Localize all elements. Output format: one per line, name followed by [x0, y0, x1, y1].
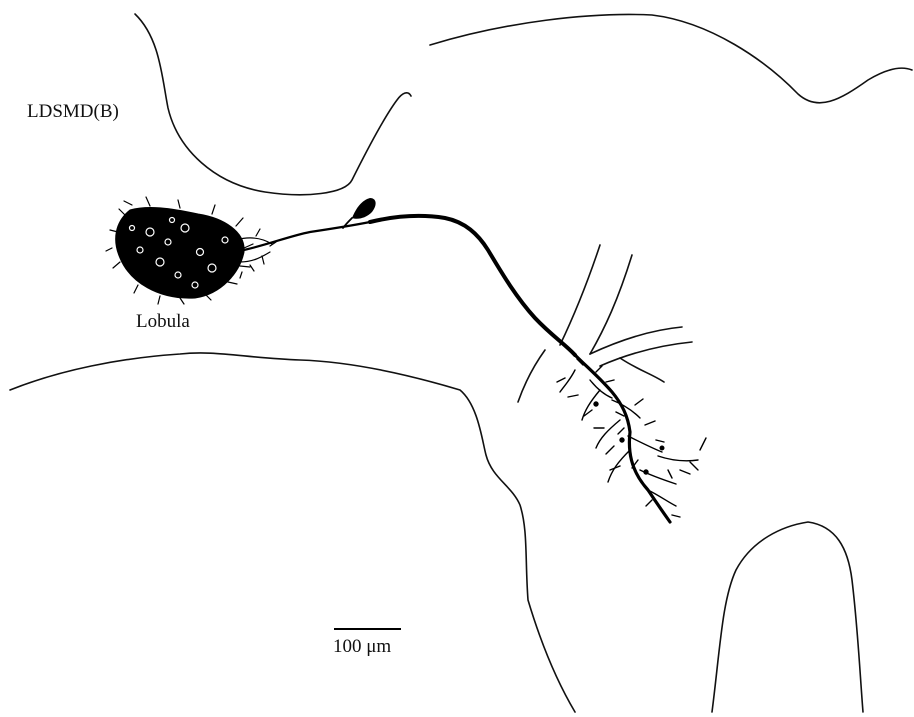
- upper-left-region-outline: [134, 13, 412, 196]
- lower-left-region-outline: [9, 352, 576, 713]
- arbor-core: [115, 206, 245, 299]
- upper-right-region-outline: [429, 13, 913, 104]
- ldsmd-label: LDSMD(B): [27, 101, 119, 122]
- tract-line-6: [517, 349, 546, 403]
- axon-distal: [573, 353, 672, 524]
- lower-right-region-outline: [711, 521, 864, 713]
- tract-line-4: [599, 341, 693, 367]
- terminal-arborization: [556, 358, 707, 518]
- axon-main: [368, 213, 577, 357]
- axon-proximal: [242, 220, 372, 252]
- tract-line-2: [589, 254, 633, 355]
- scale-bar-label: 100 μm: [333, 636, 392, 657]
- tract-line-1: [559, 244, 601, 346]
- arbor-gaps: [128, 216, 229, 289]
- tract-line-3: [589, 326, 683, 355]
- soma-neurite: [342, 217, 353, 229]
- soma: [352, 198, 376, 219]
- lobula-dendritic-arbor: [105, 196, 277, 305]
- lobula-label: Lobula: [136, 311, 190, 332]
- tract-line-5: [619, 357, 665, 383]
